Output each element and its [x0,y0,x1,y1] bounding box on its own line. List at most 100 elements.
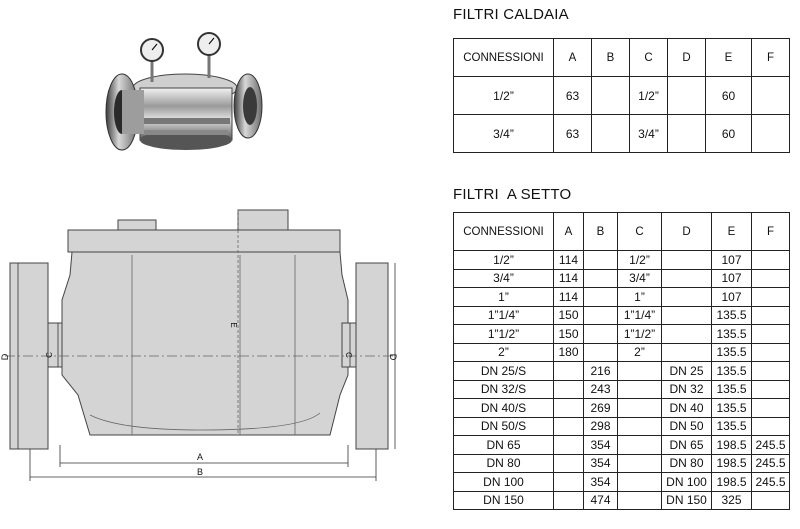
table-cell: DN 150 [453,490,554,510]
table-cell: 1” [453,287,554,307]
table-cell: 1/2” [629,76,668,115]
table-cell [751,114,790,153]
filter-product-photo [105,32,263,151]
table-header-row: CONNESSIONI A B C D E F [453,38,790,77]
table-cell [583,305,618,325]
table-cell: 107 [711,287,752,307]
table-cell [667,114,706,153]
table-cell [751,250,790,270]
table-cell [661,324,712,344]
table-cell: DN 65 [453,435,554,455]
table-cell [661,268,712,288]
table-cell: DN 100 [453,472,554,492]
table-cell: 107 [711,250,752,270]
table-cell [583,342,618,362]
table-cell: 3/4” [453,268,554,288]
table-cell: 180 [553,342,584,362]
table-cell: 3/4” [617,268,662,288]
table-cell: 135.5 [711,324,752,344]
table-cell [751,361,790,381]
table-cell: DN 80 [453,453,554,473]
header-connessioni: CONNESSIONI [453,212,554,251]
table-cell [591,76,630,115]
table-cell: 63 [553,114,592,153]
table-cell [617,472,662,492]
table-cell: DN 32 [661,379,712,399]
table-cell: DN 150 [661,490,712,510]
table-cell: 60 [705,114,752,153]
table-cell: 243 [583,379,618,399]
table-cell: 1”1/4” [453,305,554,325]
table-cell [661,250,712,270]
table-cell [617,416,662,436]
header-a: A [553,212,584,251]
header-connessioni: CONNESSIONI [453,38,554,77]
table-cell: 3/4” [629,114,668,153]
table-cell: 216 [583,361,618,381]
table-cell [617,490,662,510]
caldaia-title: FILTRI CALDAIA [453,6,569,23]
table-cell [661,287,712,307]
table-cell [583,268,618,288]
table-cell [553,472,584,492]
table-cell: DN 40/S [453,398,554,418]
table-cell: 198.5 [711,472,752,492]
table-cell: 114 [553,268,584,288]
table-cell: DN 100 [661,472,712,492]
table-cell: DN 32/S [453,379,554,399]
table-cell: 135.5 [711,305,752,325]
header-e: E [705,38,752,77]
dim-label-a: A [197,452,203,462]
header-b: B [591,38,630,77]
table-cell: 107 [711,268,752,288]
table-cell [583,287,618,307]
setto-title: FILTRI A SETTO [453,186,572,203]
table-cell: DN 25 [661,361,712,381]
table-cell [553,490,584,510]
header-c: C [617,212,662,251]
table-cell [667,76,706,115]
dim-label-b: B [197,467,203,477]
table-cell: 354 [583,472,618,492]
table-cell [583,324,618,344]
table-cell: 150 [553,324,584,344]
table-cell [751,287,790,307]
table-cell: 1/2” [453,76,554,115]
header-b: B [583,212,618,251]
table-cell [751,416,790,436]
table-cell: 1” [617,287,662,307]
table-cell [661,342,712,362]
table-cell: 245.5 [751,453,790,473]
table-cell [617,379,662,399]
table-cell [553,398,584,418]
table-cell [553,435,584,455]
table-cell: 198.5 [711,435,752,455]
table-cell: 1”1/2” [617,324,662,344]
table-cell: 2” [617,342,662,362]
table-cell [617,435,662,455]
table-cell [751,398,790,418]
table-cell [553,361,584,381]
table-cell: 474 [583,490,618,510]
table-cell: 1”1/2” [453,324,554,344]
table-cell [583,250,618,270]
table-cell: DN 80 [661,453,712,473]
table-cell [591,114,630,153]
header-f: F [751,212,790,251]
table-cell [553,453,584,473]
table-cell: 60 [705,76,752,115]
table-cell [751,342,790,362]
header-f: F [751,38,790,77]
table-cell [661,305,712,325]
table-cell: 135.5 [711,379,752,399]
table-header-row: CONNESSIONI A B C D E F [453,212,790,251]
filter-technical-drawing: A B D D C C E [0,209,398,481]
